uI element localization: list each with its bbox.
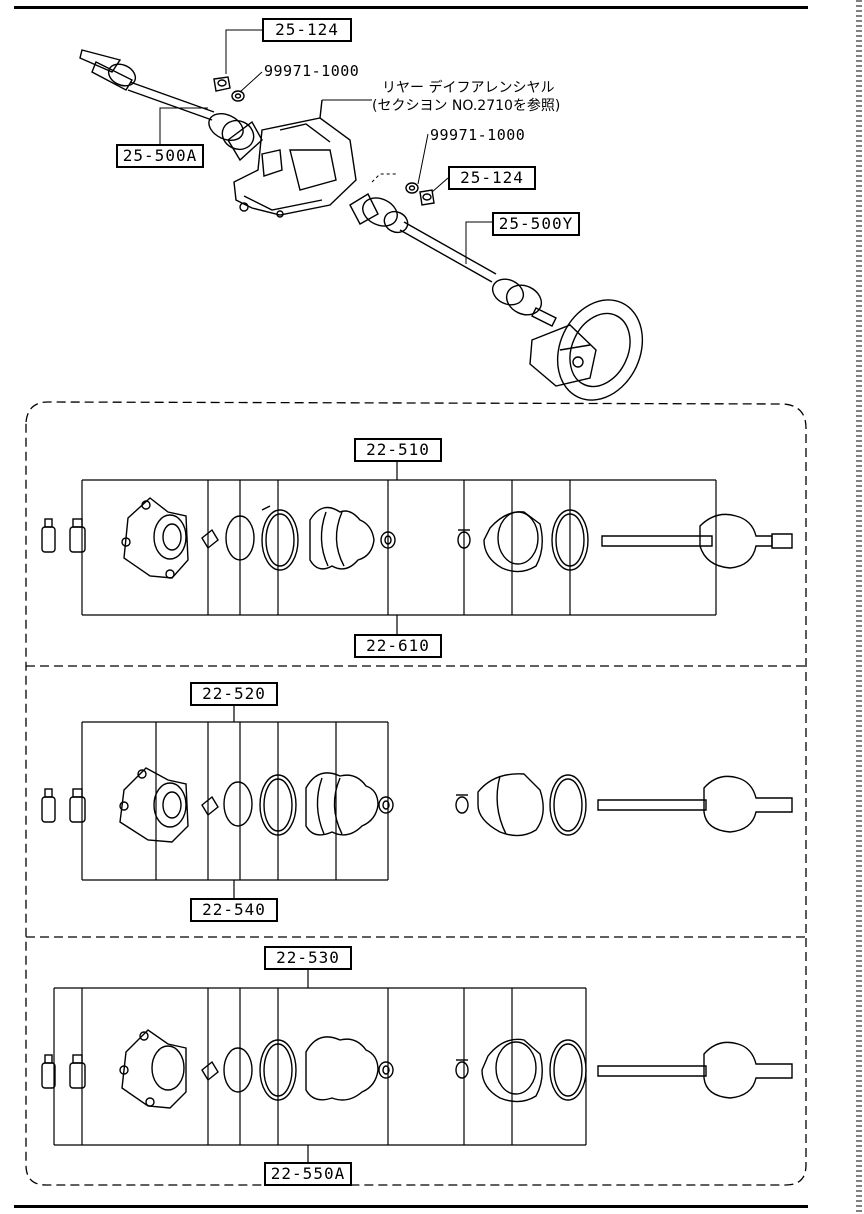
cv-boot-3-icon[interactable]	[477, 773, 544, 837]
snap-ring-icon[interactable]	[225, 515, 255, 561]
bottom-border-line	[14, 1205, 808, 1208]
drive-shaft-left-icon[interactable]	[79, 49, 263, 162]
section-2-kit	[41, 704, 793, 898]
brake-disc-icon[interactable]	[529, 286, 658, 414]
grease-tube-3-icon[interactable]	[41, 1054, 86, 1089]
grease-tube-2-icon[interactable]	[41, 788, 86, 823]
section-3-kit	[41, 968, 793, 1163]
boot-band-5-icon[interactable]	[455, 794, 469, 814]
grease-tube-icon[interactable]	[41, 518, 86, 553]
cv-joint-housing-icon[interactable]	[121, 497, 189, 579]
cv-joint-housing-2-icon[interactable]	[119, 767, 189, 843]
part-number-washer-top[interactable]: 99971-1000	[264, 62, 360, 80]
leader-lines-top	[159, 29, 494, 264]
scan-edge	[856, 0, 862, 1214]
washer-mid-icon[interactable]	[405, 182, 419, 194]
cv-boot-inner-icon[interactable]	[483, 511, 543, 573]
shaft-3-icon[interactable]	[597, 1041, 793, 1099]
section-3-bottom-label[interactable]: 22-550A	[264, 1162, 352, 1186]
nut-mid-icon[interactable]	[419, 189, 435, 206]
section-2-top-label[interactable]: 22-520	[190, 682, 278, 706]
part-number-shaft-right[interactable]: 25-500Y	[492, 212, 580, 236]
snap-ring-6-icon[interactable]	[549, 1039, 587, 1101]
section-1-top-label[interactable]: 22-510	[354, 438, 442, 462]
snap-ring-4-icon[interactable]	[549, 774, 587, 836]
boot-band-6-icon[interactable]	[259, 1039, 297, 1101]
nut-top-icon[interactable]	[213, 76, 231, 92]
circlip-icon[interactable]	[201, 528, 219, 550]
section-1-bracket	[81, 460, 717, 636]
boot-band-small-icon[interactable]	[380, 531, 396, 549]
boot-band-8-icon[interactable]	[455, 1059, 469, 1079]
part-number-nut-mid[interactable]: 25-124	[448, 166, 536, 190]
cv-joint-housing-3-icon[interactable]	[119, 1029, 187, 1109]
top-border-line	[14, 6, 808, 9]
part-number-nut-top[interactable]: 25-124	[262, 18, 352, 42]
drive-shaft-right-icon[interactable]	[349, 193, 557, 327]
section-1-kit	[41, 460, 793, 636]
boot-band-icon-2[interactable]	[457, 529, 471, 549]
section-1-bottom-label[interactable]: 22-610	[354, 634, 442, 658]
snap-ring-5-icon[interactable]	[223, 1047, 253, 1093]
boot-band-icon[interactable]	[261, 505, 299, 571]
kit-frame	[25, 401, 807, 1186]
boot-band-7-icon[interactable]	[378, 1061, 394, 1079]
snap-ring-2-icon[interactable]	[551, 509, 589, 571]
section-3-top-label[interactable]: 22-530	[264, 946, 352, 970]
section-2-bracket	[81, 704, 389, 898]
part-number-washer-mid[interactable]: 99971-1000	[430, 126, 526, 144]
diff-note-line2[interactable]: (セクシヨン NO.2710を参照)	[372, 98, 561, 114]
cv-boot-5-icon[interactable]	[481, 1038, 543, 1103]
part-number-shaft-left[interactable]: 25-500A	[116, 144, 204, 168]
circlip-2-icon[interactable]	[201, 795, 219, 817]
diff-note-line1: リヤー デイフアレンシヤル	[382, 80, 555, 96]
washer-top-icon[interactable]	[231, 90, 245, 102]
boot-band-4-icon[interactable]	[378, 796, 394, 814]
cv-boot-icon[interactable]	[309, 506, 375, 570]
rear-drive-assembly	[79, 29, 658, 414]
section-3-bracket	[53, 968, 587, 1163]
circlip-3-icon[interactable]	[201, 1060, 219, 1082]
cv-boot-4-icon[interactable]	[305, 1036, 379, 1101]
shaft-icon[interactable]	[601, 513, 793, 569]
boot-band-3-icon[interactable]	[259, 774, 297, 836]
cv-boot-2-icon[interactable]	[305, 772, 379, 836]
differential-housing-icon[interactable]	[233, 99, 357, 218]
section-2-bottom-label[interactable]: 22-540	[190, 898, 278, 922]
shaft-2-icon[interactable]	[597, 775, 793, 833]
snap-ring-3-icon[interactable]	[223, 781, 253, 827]
